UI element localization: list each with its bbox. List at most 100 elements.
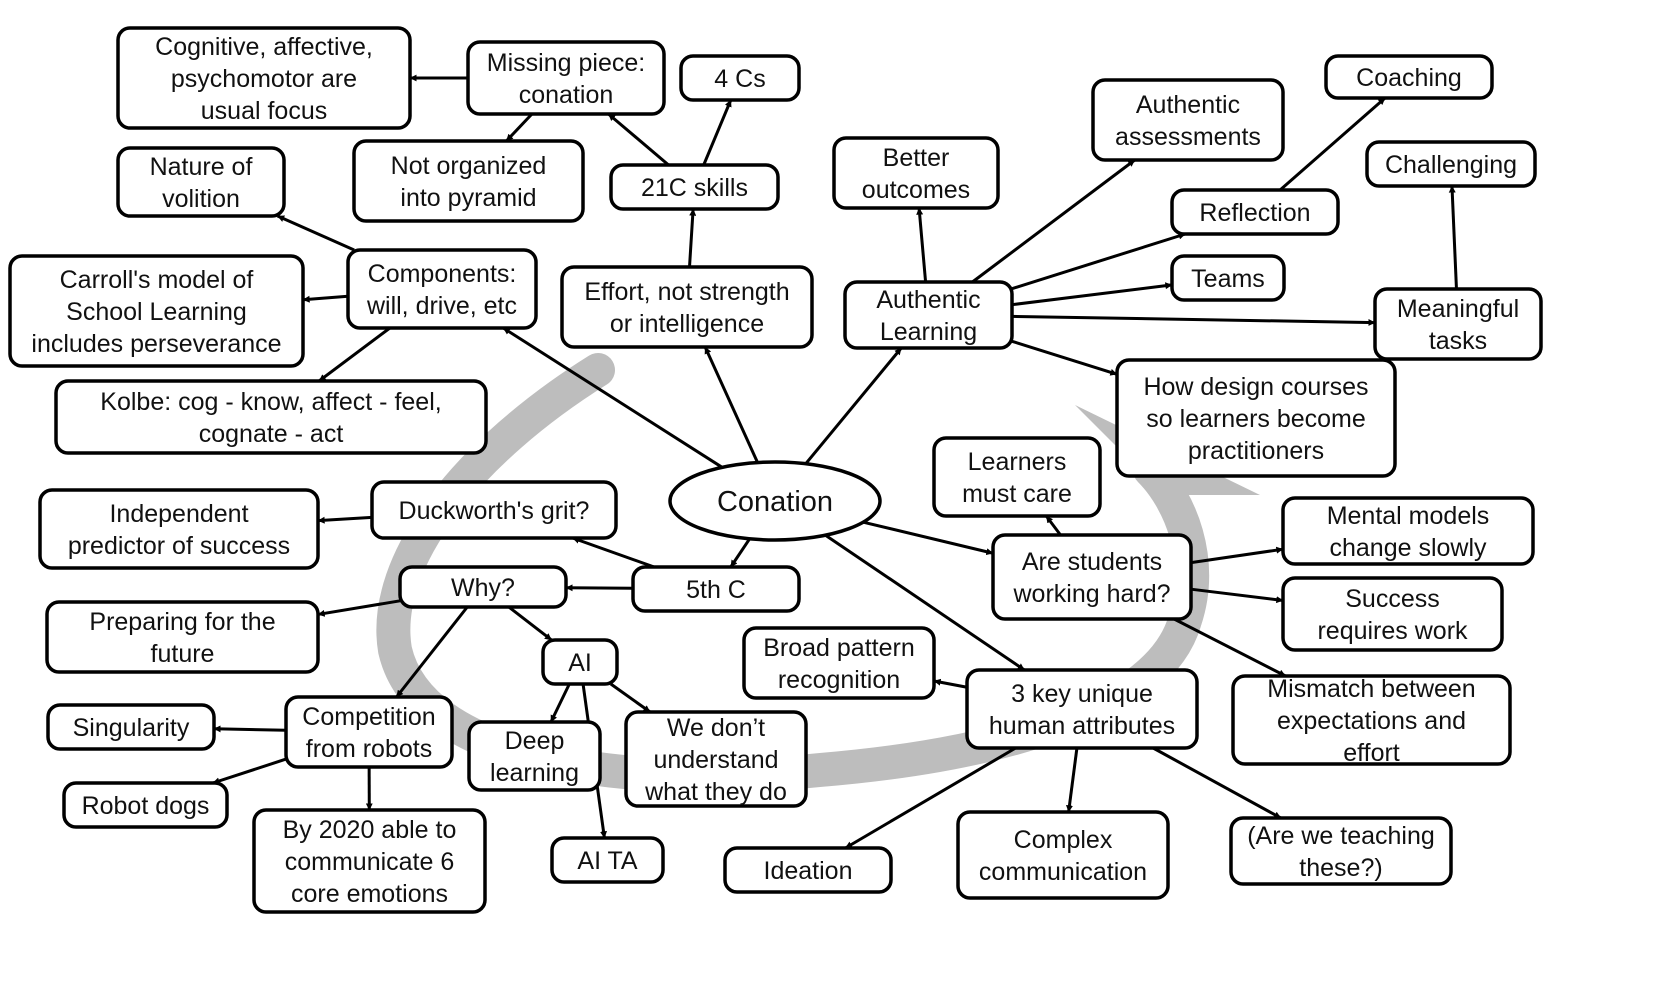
node-fifthc[interactable]: 5th C [631, 565, 801, 613]
node-box [1324, 54, 1494, 100]
node-why[interactable]: Why? [398, 565, 568, 609]
node-label-line: Mental models [1327, 502, 1490, 530]
edge-competition-to-robotdogs [212, 757, 287, 785]
edge-authlearn-to-better [916, 207, 928, 283]
node-coaching[interactable]: Coaching [1324, 54, 1494, 100]
node-label-line: so learners become [1146, 405, 1366, 433]
node-label-line: predictor of success [68, 532, 290, 560]
node-box [346, 248, 538, 330]
edge-effort-to-c21 [688, 208, 697, 268]
node-label-line: Robot dogs [82, 792, 210, 820]
node-label-line: AI [568, 649, 592, 677]
edge-arestudents-to-mental [1190, 546, 1284, 565]
edge-why-to-ai [507, 605, 553, 642]
node-teams[interactable]: Teams [1170, 254, 1286, 302]
node-label-line: Kolbe: cog - know, affect - feel, [100, 388, 441, 416]
node-kolbe[interactable]: Kolbe: cog - know, affect - feel,cognate… [54, 379, 488, 455]
edge-c21-to-fourcs [702, 99, 733, 166]
edge-conation-to-fifthc [729, 538, 751, 568]
edge-competition-to-singularity [213, 725, 287, 733]
node-box [843, 280, 1014, 350]
node-label-line: Components: [368, 260, 517, 288]
node-ai[interactable]: AI [541, 638, 619, 686]
node-box [466, 40, 666, 116]
node-ideation[interactable]: Ideation [723, 846, 893, 894]
node-label-line: Authentic [876, 286, 980, 314]
node-box [45, 600, 320, 674]
node-fourcs[interactable]: 4 Cs [679, 54, 801, 102]
node-label-line: Learning [880, 318, 977, 346]
edge-ai-to-wedont [609, 682, 651, 714]
node-components[interactable]: Components:will, drive, etc [346, 248, 538, 330]
node-label-line: Preparing for the [89, 608, 275, 636]
node-label-line: communicate 6 [285, 848, 455, 876]
node-label-line: learning [490, 759, 579, 787]
node-duckworth[interactable]: Duckworth's grit? [370, 480, 618, 540]
node-label-line: Ideation [764, 857, 853, 885]
node-box [1091, 78, 1285, 162]
node-box [631, 565, 801, 613]
node-robotdogs[interactable]: Robot dogs [62, 781, 229, 829]
node-box [723, 846, 893, 894]
central-node-label: Conation [717, 486, 833, 518]
node-box [1115, 358, 1397, 478]
node-cognitive[interactable]: Cognitive, affective,psychomotor areusua… [116, 26, 412, 130]
edge-meaningful-to-challenging [1448, 185, 1458, 290]
node-box [541, 638, 619, 686]
node-label-line: Deep [505, 727, 565, 755]
node-reflection[interactable]: Reflection [1170, 188, 1340, 236]
node-box [1229, 816, 1453, 886]
node-label-line: Success [1345, 585, 1439, 613]
node-box [624, 710, 808, 808]
node-success[interactable]: Success requires work [1281, 576, 1504, 652]
node-label-line: or intelligence [610, 310, 764, 338]
node-missing[interactable]: Missing piece:conation [466, 40, 666, 116]
node-c21[interactable]: 21C skills [609, 163, 780, 211]
node-challenging[interactable]: Challenging [1365, 140, 1537, 188]
node-box [116, 26, 412, 130]
node-label-line: Effort, not strength [584, 278, 789, 306]
node-label-line: By 2020 able to [283, 816, 457, 844]
node-label-line: requires work [1317, 617, 1468, 645]
node-label-line: Challenging [1385, 151, 1517, 179]
node-singularity[interactable]: Singularity [46, 703, 216, 751]
edge-components-to-kolbe [318, 326, 391, 383]
edge-conation-to-arestudents [862, 520, 994, 556]
edge-arestudents-to-mismatch [1173, 617, 1287, 678]
node-aita[interactable]: AI TA [550, 836, 665, 884]
edge-authlearn-to-authassess [971, 158, 1136, 284]
node-label-line: core emotions [291, 880, 448, 908]
node-label-line: How design courses [1143, 373, 1368, 401]
node-label-line: Broad pattern [763, 634, 915, 662]
node-label-line: Cognitive, affective, [155, 33, 373, 61]
node-label-line: Are students [1022, 548, 1162, 576]
node-box [54, 379, 488, 455]
node-conation[interactable]: Conation [668, 460, 882, 542]
node-deep[interactable]: Deep learning [467, 720, 602, 792]
node-box [560, 265, 814, 349]
edge-arestudents-to-learnerscare [1045, 515, 1062, 536]
node-label-line: psychomotor are [171, 65, 357, 93]
node-by2020[interactable]: By 2020 able to communicate 6 core emotion… [252, 808, 487, 914]
node-effort[interactable]: Effort, not strength or intelligence [560, 265, 814, 349]
